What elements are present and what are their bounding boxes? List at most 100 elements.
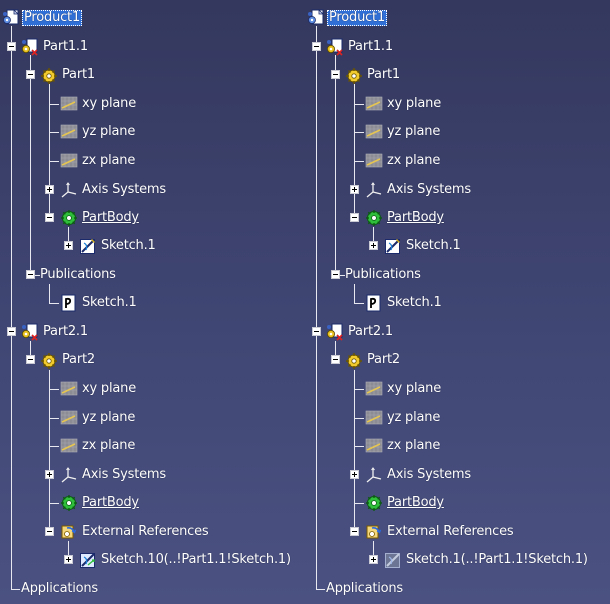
product-label[interactable]: Product1	[22, 10, 83, 26]
external-sketch-label[interactable]: Sketch.10(..!Part1.1!Sketch.1)	[101, 552, 291, 567]
tree-line	[354, 446, 364, 447]
expand-toggle[interactable]	[64, 241, 73, 250]
collapse-toggle[interactable]	[45, 213, 54, 222]
plane-label[interactable]: zx plane	[82, 438, 136, 453]
tree-line	[354, 389, 364, 390]
tree-line	[68, 541, 69, 560]
sketch-label[interactable]: Sketch.1	[101, 238, 156, 253]
tree-line	[49, 370, 50, 531]
collapse-toggle[interactable]	[350, 527, 359, 536]
partbody-label[interactable]: PartBody	[387, 210, 444, 225]
tree-line	[354, 418, 364, 419]
product-icon	[307, 9, 325, 27]
external-sketch-label[interactable]: Sketch.1(..!Part1.1!Sketch.1)	[406, 552, 588, 567]
part1-label[interactable]: Part1	[62, 67, 95, 82]
tree-line	[49, 446, 59, 447]
axis-systems-label[interactable]: Axis Systems	[82, 182, 166, 197]
collapse-toggle[interactable]	[312, 42, 321, 51]
plane-icon	[60, 437, 78, 455]
collapse-toggle[interactable]	[7, 327, 16, 336]
tree-line	[316, 589, 325, 590]
partbody-gear-icon	[60, 209, 78, 227]
part2-instance-label[interactable]: Part2.1	[348, 324, 393, 339]
part2-label[interactable]: Part2	[367, 352, 400, 367]
collapse-toggle[interactable]	[312, 327, 321, 336]
left-spec-tree: Product1 Part1.1 Part1 xy plane yz plane	[0, 0, 291, 596]
part2-label[interactable]: Part2	[62, 352, 95, 367]
plane-label[interactable]: xy plane	[387, 96, 441, 111]
plane-label[interactable]: yz plane	[387, 124, 441, 139]
plane-label[interactable]: yz plane	[387, 410, 441, 425]
published-sketch-label[interactable]: Sketch.1	[82, 295, 137, 310]
plane-label[interactable]: yz plane	[82, 410, 136, 425]
axis-systems-label[interactable]: Axis Systems	[82, 467, 166, 482]
tree-line	[354, 161, 364, 162]
part1-instance-label[interactable]: Part1.1	[43, 39, 88, 54]
expand-toggle[interactable]	[45, 470, 54, 479]
tree-line	[373, 541, 374, 560]
part2-instance-label[interactable]: Part2.1	[43, 324, 88, 339]
tree-line	[354, 303, 364, 304]
sketch-label[interactable]: Sketch.1	[406, 238, 461, 253]
tree-line	[49, 84, 50, 217]
plane-label[interactable]: yz plane	[82, 124, 136, 139]
part-instance-icon	[21, 323, 39, 341]
collapse-toggle[interactable]	[331, 270, 340, 279]
tree-line	[49, 389, 59, 390]
expand-toggle[interactable]	[350, 470, 359, 479]
part-gear-icon	[345, 66, 363, 84]
collapse-toggle[interactable]	[7, 42, 16, 51]
tree-line	[11, 589, 20, 590]
collapse-toggle[interactable]	[26, 355, 35, 364]
plane-label[interactable]: xy plane	[82, 96, 136, 111]
partbody-label[interactable]: PartBody	[82, 210, 139, 225]
expand-toggle[interactable]	[369, 555, 378, 564]
publications-label[interactable]: Publications	[345, 267, 421, 282]
expand-toggle[interactable]	[45, 185, 54, 194]
plane-icon	[365, 380, 383, 398]
plane-label[interactable]: zx plane	[387, 153, 441, 168]
partbody-label[interactable]: PartBody	[387, 495, 444, 510]
tree-line	[49, 503, 59, 504]
tree-line	[11, 26, 12, 589]
tree-line	[335, 275, 345, 276]
tree-line	[354, 104, 364, 105]
plane-icon	[365, 123, 383, 141]
external-references-label[interactable]: External References	[82, 524, 209, 539]
product-icon	[2, 9, 20, 27]
tree-line	[49, 284, 50, 303]
collapse-toggle[interactable]	[350, 213, 359, 222]
part1-instance-label[interactable]: Part1.1	[348, 39, 393, 54]
plane-label[interactable]: xy plane	[82, 381, 136, 396]
tree-line	[354, 132, 364, 133]
collapse-toggle[interactable]	[331, 70, 340, 79]
axis-systems-label[interactable]: Axis Systems	[387, 467, 471, 482]
published-sketch-label[interactable]: Sketch.1	[387, 295, 442, 310]
external-references-label[interactable]: External References	[387, 524, 514, 539]
expand-toggle[interactable]	[64, 555, 73, 564]
collapse-toggle[interactable]	[331, 355, 340, 364]
partbody-label[interactable]: PartBody	[82, 495, 139, 510]
publications-label[interactable]: Publications	[40, 267, 116, 282]
part1-label[interactable]: Part1	[367, 67, 400, 82]
part-gear-icon	[40, 351, 58, 369]
tree-line	[49, 161, 59, 162]
product-label[interactable]: Product1	[327, 10, 388, 26]
axis-systems-label[interactable]: Axis Systems	[387, 182, 471, 197]
plane-label[interactable]: zx plane	[82, 153, 136, 168]
expand-toggle[interactable]	[350, 185, 359, 194]
plane-icon	[365, 409, 383, 427]
applications-label[interactable]: Applications	[326, 581, 404, 596]
collapse-toggle[interactable]	[26, 70, 35, 79]
expand-toggle[interactable]	[369, 241, 378, 250]
collapse-toggle[interactable]	[45, 527, 54, 536]
part-instance-icon	[326, 323, 344, 341]
plane-icon	[60, 95, 78, 113]
applications-label[interactable]: Applications	[21, 581, 99, 596]
plane-label[interactable]: xy plane	[387, 381, 441, 396]
sketch-icon	[79, 237, 97, 255]
plane-icon	[60, 152, 78, 170]
plane-label[interactable]: zx plane	[387, 438, 441, 453]
plane-icon	[365, 437, 383, 455]
collapse-toggle[interactable]	[26, 270, 35, 279]
